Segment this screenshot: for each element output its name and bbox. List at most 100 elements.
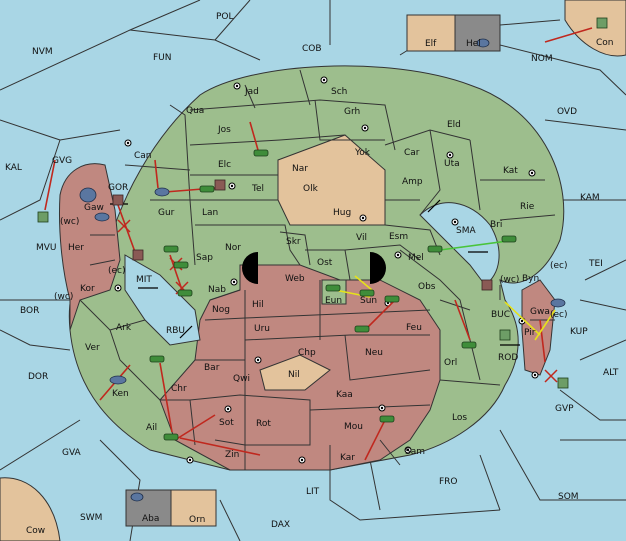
territory-label: Feu — [406, 323, 422, 333]
supply-centers — [114, 76, 539, 464]
territory-label: Aba — [142, 514, 159, 524]
territory-label: Her — [68, 243, 84, 253]
sea-labels: POL NVM FUN COB NOM OVD KAL GVG GOR MVU … — [5, 12, 619, 530]
territory-label: Skr — [286, 237, 301, 247]
neutral-nil — [259, 354, 331, 391]
sea-label: LIT — [306, 487, 320, 497]
territory-label: Bar — [204, 363, 220, 373]
territory-label: Cow — [26, 526, 45, 536]
territory-label: Rot — [256, 419, 271, 429]
sea-label: SMA — [456, 226, 476, 236]
territory-label: Amp — [402, 177, 423, 187]
territory-label: Yok — [354, 148, 371, 158]
sea-label: RBU — [166, 326, 185, 336]
territory-label: Can — [134, 151, 152, 161]
inner-sea-sma — [419, 202, 500, 286]
neutral-labels: Nar Olk Hug Elf Orn Con Cow Hel Aba — [26, 38, 614, 536]
sea-label: KAL — [5, 163, 22, 173]
territory-label: Elf — [425, 39, 437, 49]
territory-label: Kor — [80, 284, 95, 294]
territory-label: Grh — [344, 107, 360, 117]
territory-label: Jos — [217, 125, 231, 135]
territory-label: Eld — [447, 120, 461, 130]
territory-label: Ver — [85, 343, 100, 353]
territory-label: Jad — [244, 87, 259, 97]
territory-label: Tel — [251, 184, 264, 194]
coast-tag: (ec) — [550, 310, 568, 320]
territory-label: Uta — [444, 159, 460, 169]
sea-label: MVU — [36, 243, 57, 253]
sea-label: GOR — [108, 183, 128, 193]
territory-label: Sch — [331, 87, 347, 97]
territory-label: Obs — [418, 282, 436, 292]
sea-label: FUN — [153, 53, 172, 63]
territory-label: Rie — [520, 202, 535, 212]
territory-label: Pir — [524, 328, 536, 338]
coast-tag: (wc) — [500, 275, 519, 285]
territory-label: Elc — [218, 160, 231, 170]
territory-label: Qua — [186, 106, 204, 116]
red-landmass-east — [521, 279, 556, 376]
coast-tag: (ec) — [108, 266, 126, 276]
territory-label: Sun — [360, 296, 377, 306]
territory-label: Kat — [503, 166, 518, 176]
sea-label: POL — [216, 12, 234, 22]
territory-label: Hel — [466, 39, 481, 49]
territory-label: Mel — [408, 253, 424, 263]
territory-label: Lan — [202, 208, 218, 218]
territory-label: Sap — [196, 253, 213, 263]
territory-label: Nil — [288, 370, 300, 380]
territory-label: Los — [452, 413, 467, 423]
territory-label: Mou — [344, 422, 363, 432]
sea-label: BUC — [491, 310, 510, 320]
territory-label: Eun — [325, 296, 342, 306]
territory-label: Neu — [365, 348, 383, 358]
coast-tag: (wc) — [54, 292, 73, 302]
army-units — [37, 17, 608, 502]
territory-label: Chr — [171, 384, 187, 394]
territory-label: Uru — [254, 324, 270, 334]
territory-label: Hil — [252, 300, 264, 310]
territory-label: Con — [596, 38, 614, 48]
sea-label: NVM — [32, 47, 53, 57]
coast-tag: (ec) — [550, 261, 568, 271]
red-territory-labels: Gaw Her Kor Ark Nab Hil Eun Sun Nog Uru … — [68, 203, 550, 463]
territory-label: Olk — [303, 184, 319, 194]
territory-label: Ost — [317, 258, 333, 268]
territory-label: Nor — [225, 243, 241, 253]
green-territory-labels: Jad Sch Qua Grh Jos Eld Can Yok Car Elc … — [85, 87, 539, 423]
territory-label: Kaa — [336, 390, 353, 400]
territory-label: Gur — [158, 208, 175, 218]
territory-label: Sam — [405, 447, 425, 457]
sea-label: ROD — [498, 353, 518, 363]
sea-label: SWM — [80, 513, 102, 523]
territory-label: Nog — [212, 305, 230, 315]
territory-label: Ail — [146, 423, 157, 433]
sea-label: KAM — [580, 193, 600, 203]
territory-label: Esm — [389, 232, 408, 242]
sea-label: GVG — [52, 156, 72, 166]
territory-label: Zin — [225, 450, 239, 460]
territory-label: Web — [285, 274, 305, 284]
territory-label: Car — [404, 148, 420, 158]
sea-label: GVP — [555, 404, 574, 414]
territory-orn — [170, 489, 217, 527]
sea-label: GVA — [62, 448, 82, 458]
sea-label: KUP — [570, 327, 588, 337]
territory-label: Nab — [208, 285, 226, 295]
sea-label: DAX — [271, 520, 290, 530]
sea-label: BOR — [20, 306, 39, 316]
sea-label: SOM — [558, 492, 579, 502]
territory-label: Vil — [356, 233, 367, 243]
territory-label: Bri — [490, 220, 502, 230]
center-east-half — [370, 252, 386, 284]
territory-label: Gaw — [84, 203, 104, 213]
sea-label: ALT — [603, 368, 619, 378]
sea-label: DOR — [28, 372, 48, 382]
territory-label: Orn — [189, 515, 205, 525]
territory-label: Ken — [112, 389, 129, 399]
territory-label: Hug — [333, 208, 351, 218]
